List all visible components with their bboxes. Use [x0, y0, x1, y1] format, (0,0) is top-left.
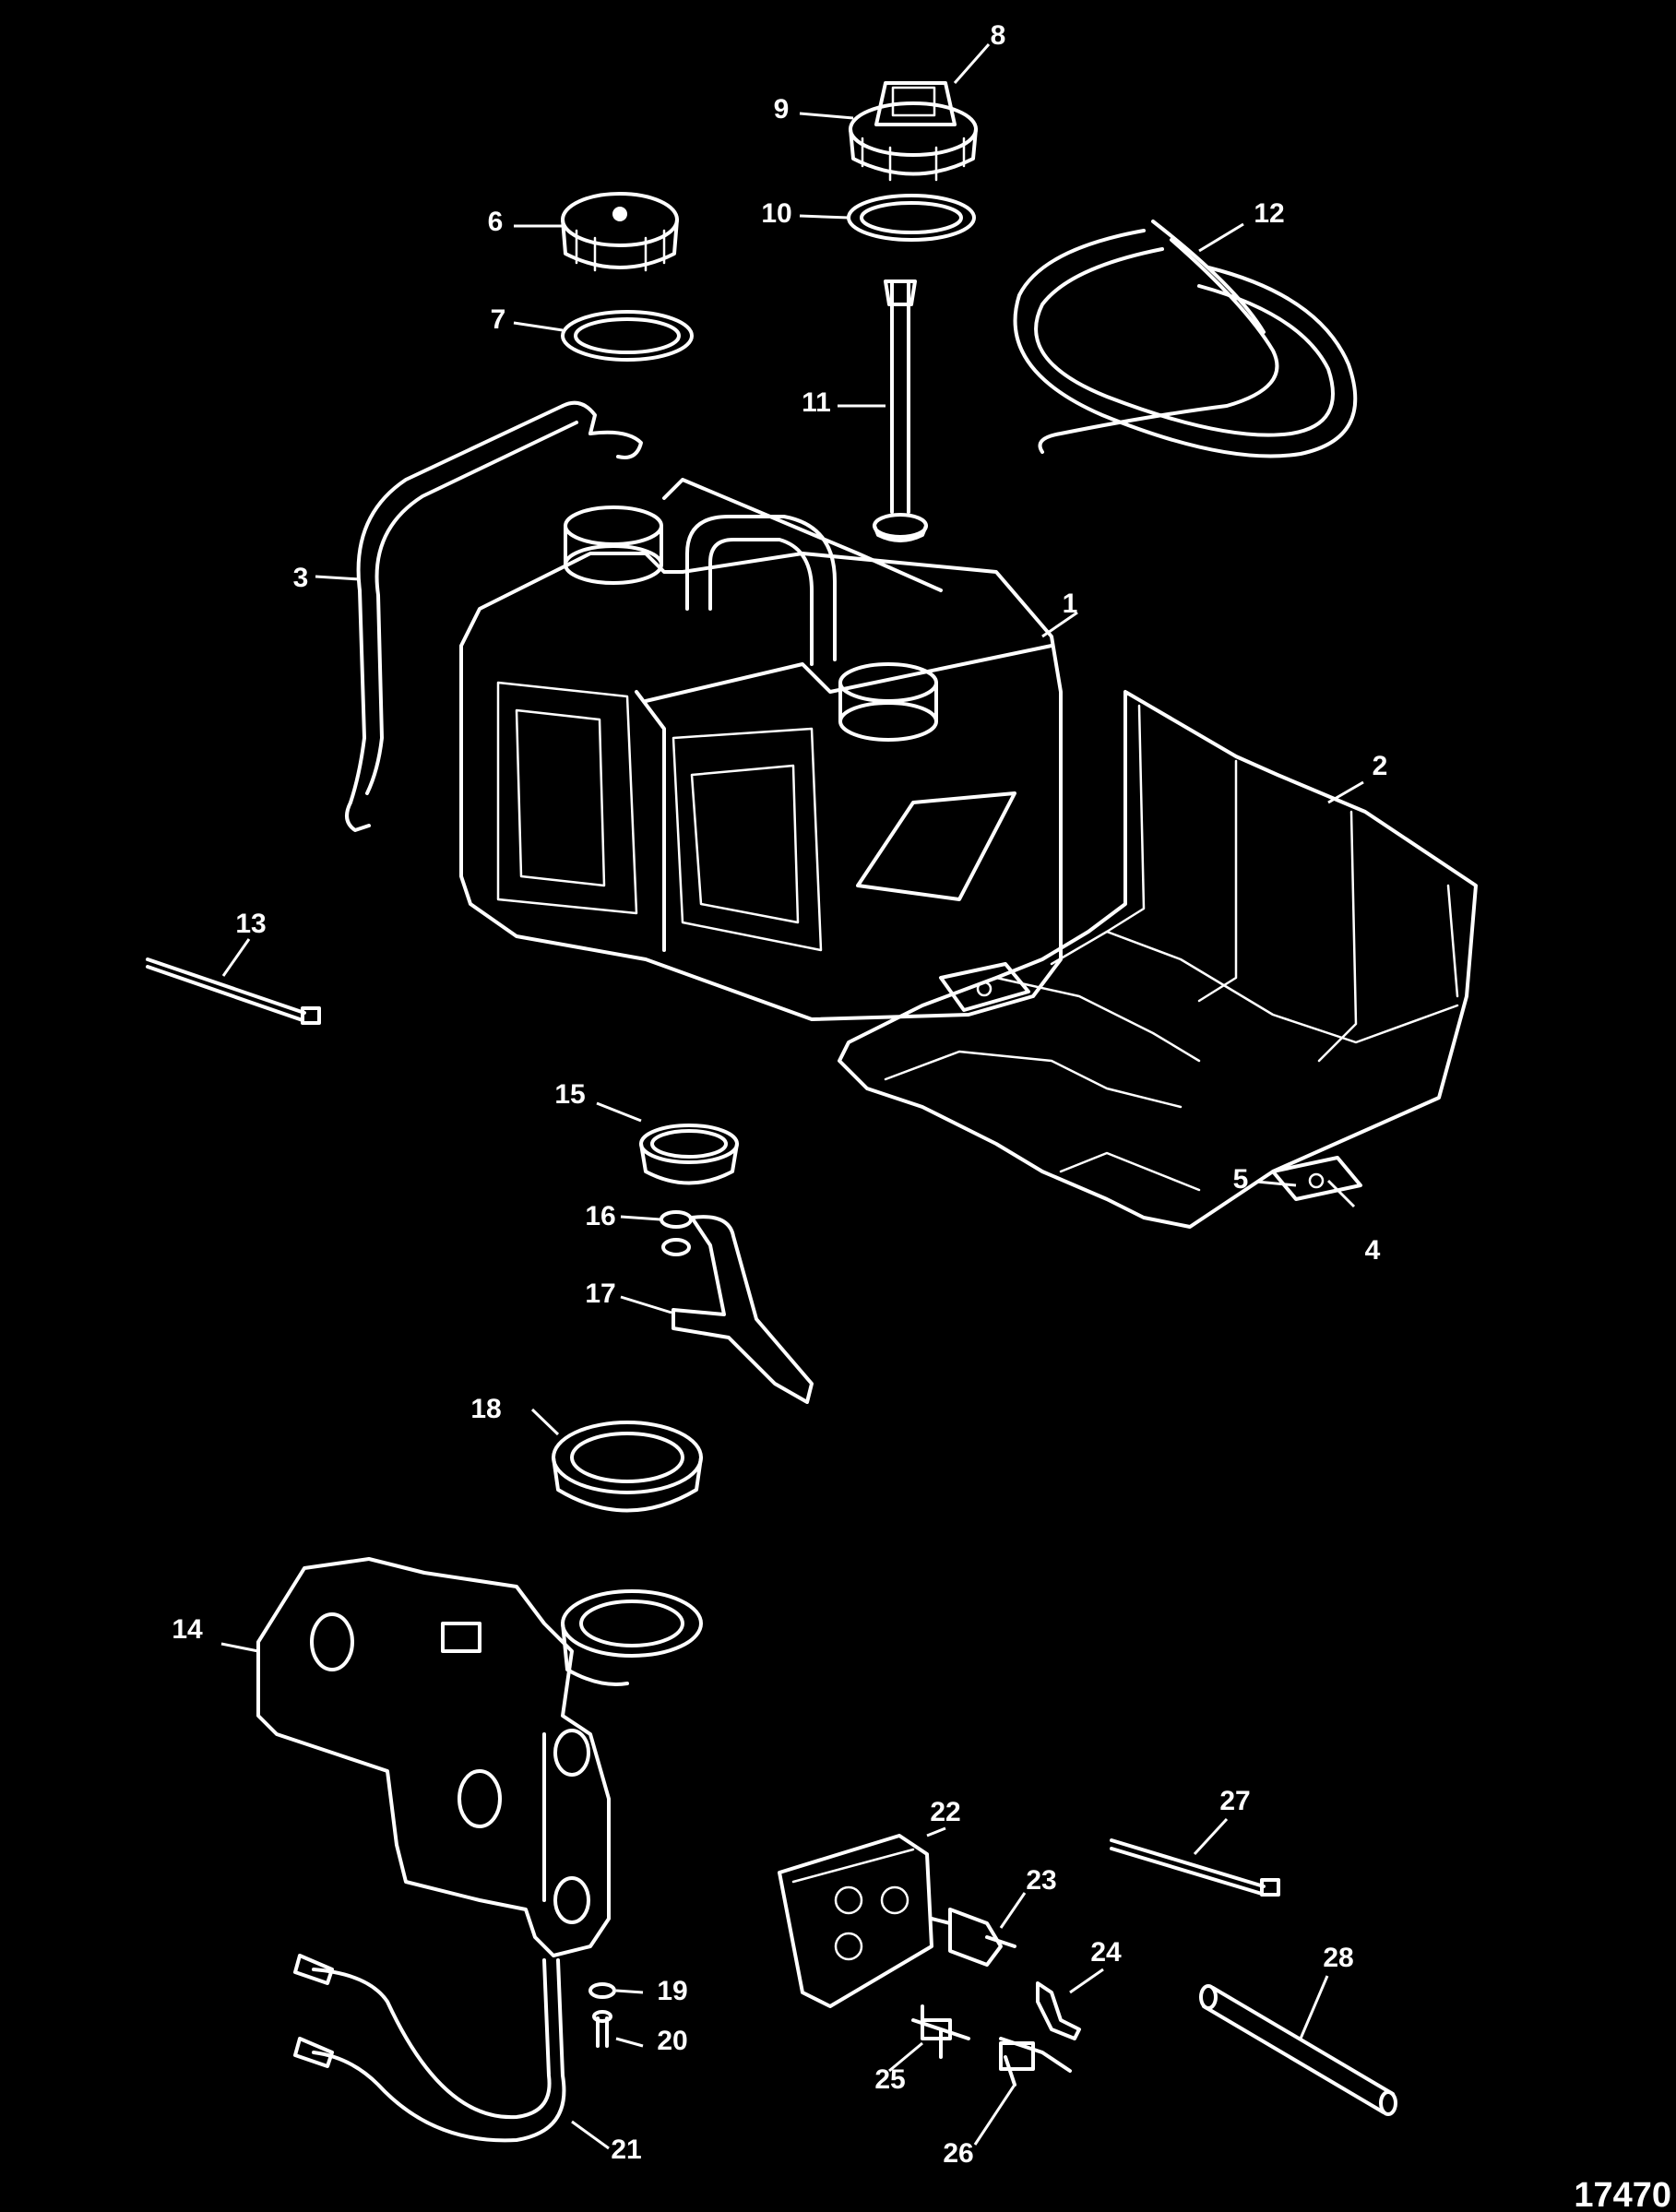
- callout-27: 27: [1219, 1786, 1250, 1816]
- part-21-wire-harness: [293, 1954, 566, 2143]
- callout-28: 28: [1323, 1943, 1353, 1973]
- callout-5: 5: [1233, 1164, 1249, 1195]
- part-15-grommet: [639, 1124, 739, 1185]
- part-17-bracket: [672, 1215, 814, 1404]
- part-8-9-sender-cap: [849, 81, 978, 182]
- part-24-fitting: [1036, 1981, 1081, 2040]
- part-6-filler-cap: [561, 192, 679, 272]
- part-28-hose-section: [1199, 1984, 1397, 2116]
- callout-4: 4: [1365, 1235, 1381, 1266]
- part-1-oil-tank: [459, 478, 1063, 1021]
- part-27-cable-tie: [1110, 1838, 1280, 1897]
- part-26-valve-fitting: [999, 2037, 1072, 2087]
- callout-17: 17: [585, 1278, 615, 1309]
- part-22-module: [778, 1834, 933, 2008]
- part-13-cable-tie: [146, 957, 321, 1025]
- figure-number: 17470: [1574, 2176, 1671, 2212]
- part-18-grommet: [552, 1421, 703, 1513]
- callout-19: 19: [657, 1976, 687, 2006]
- callout-16: 16: [585, 1201, 615, 1231]
- callout-22: 22: [930, 1797, 960, 1827]
- part-11-pickup-tube: [873, 279, 928, 542]
- callout-1: 1: [1063, 589, 1078, 619]
- callout-15: 15: [554, 1079, 585, 1110]
- callout-20: 20: [657, 2026, 687, 2056]
- callout-11: 11: [802, 387, 831, 418]
- leader-lines: [220, 43, 1364, 2150]
- part-2-tank-tray: [838, 690, 1478, 1229]
- part-10-gasket: [847, 194, 976, 242]
- part-25-tee-fitting: [911, 2004, 970, 2059]
- callout-21: 21: [611, 2135, 641, 2165]
- callout-3: 3: [293, 563, 309, 593]
- part-23-check-valve: [930, 1908, 1016, 1967]
- callout-13: 13: [235, 909, 266, 939]
- callout-24: 24: [1090, 1937, 1122, 1968]
- callout-18: 18: [470, 1394, 501, 1424]
- callout-8: 8: [991, 20, 1006, 51]
- callout-6: 6: [488, 207, 504, 237]
- part-3-strap: [345, 400, 643, 832]
- part-12-hose: [1013, 220, 1358, 458]
- part-7-gasket: [561, 310, 694, 362]
- callout-14: 14: [172, 1614, 203, 1645]
- callout-12: 12: [1254, 198, 1284, 229]
- part-14-engine-reservoir: [256, 1557, 703, 1957]
- callout-25: 25: [874, 2064, 905, 2095]
- part-16-washers: [660, 1210, 693, 1256]
- callout-23: 23: [1026, 1865, 1056, 1896]
- callout-10: 10: [761, 198, 791, 229]
- callout-7: 7: [491, 304, 506, 335]
- part-19-20-washer-screw: [588, 1982, 616, 2048]
- callout-9: 9: [774, 94, 790, 125]
- callout-labels: 1 2 3 4 5 6 7 8 9 10 11 12 13 14 15 16 1…: [172, 20, 1387, 2169]
- callout-2: 2: [1373, 751, 1388, 781]
- callout-26: 26: [943, 2138, 973, 2169]
